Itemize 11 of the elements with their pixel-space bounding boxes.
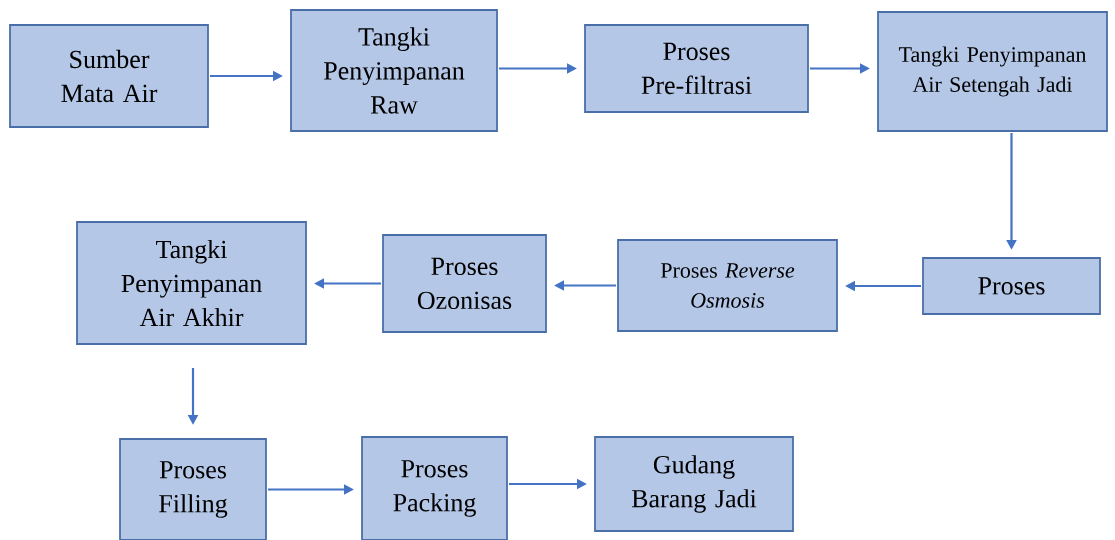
process-box: Proses [922,257,1101,315]
process-box: Gudang Barang Jadi [594,436,794,532]
process-box: Proses Reverse Osmosis [617,239,838,332]
process-box: Tangki Penyimpanan Air Akhir [76,221,307,345]
process-box: Proses Packing [361,436,508,540]
process-box: Proses Ozonisas [382,234,547,333]
process-box: Tangki Penyimpanan Air Setengah Jadi [877,11,1108,132]
process-box: Proses Filling [119,438,267,540]
process-box: Proses Pre-filtrasi [584,24,809,113]
process-box: Sumber Mata Air [9,24,209,128]
process-box: Tangki Penyimpanan Raw [290,9,498,132]
